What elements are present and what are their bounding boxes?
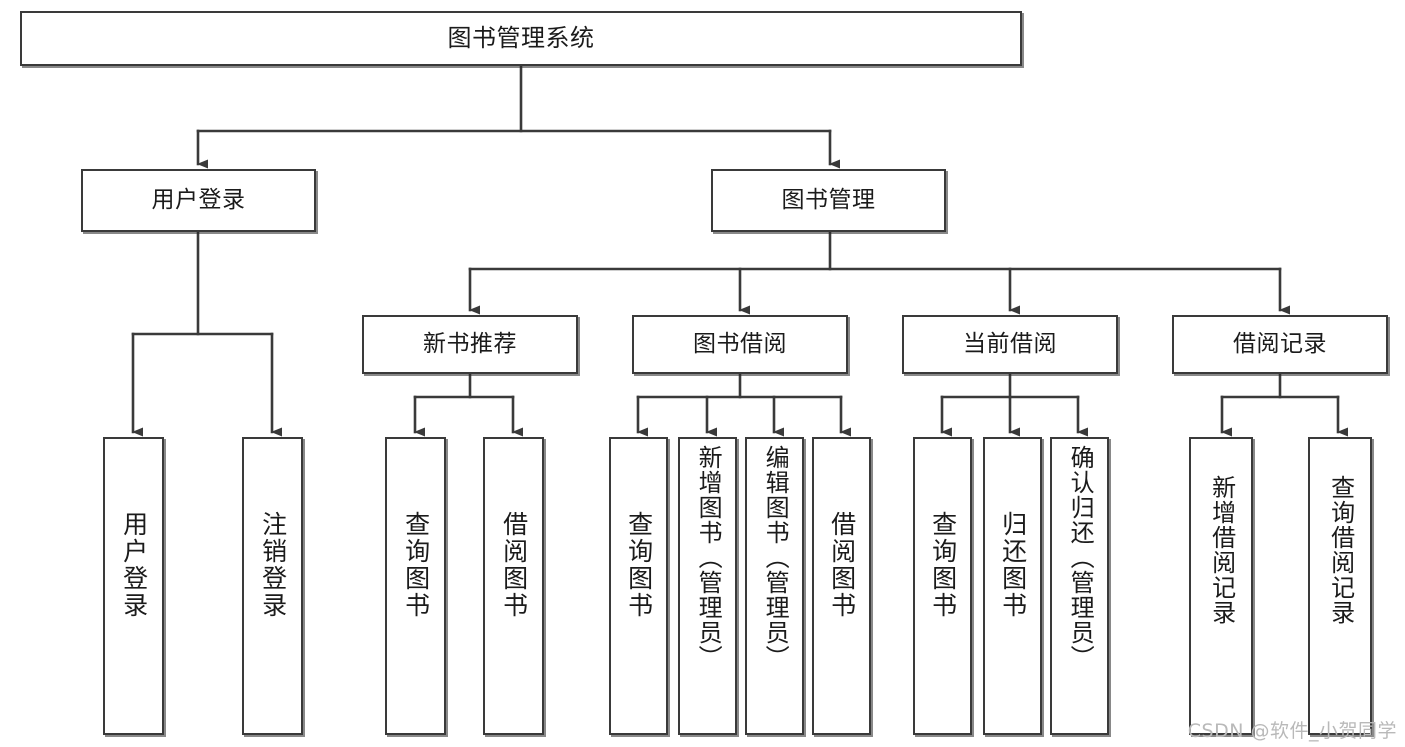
node-borrow-record[interactable]: 借阅记录 [1172,315,1388,374]
leaf-logout[interactable]: 注销登录 [242,437,303,735]
node-label: 查询图书 [401,511,431,619]
leaf-currentborrow-query-book[interactable]: 查询图书 [913,437,972,735]
node-user-login[interactable]: 用户登录 [81,169,316,232]
node-book-borrow[interactable]: 图书借阅 [632,315,848,374]
watermark-text: CSDN @软件_小贺同学 [1187,720,1397,742]
node-label: 图书管理系统 [447,24,595,53]
leaf-currentborrow-return-book[interactable]: 归还图书 [983,437,1042,735]
leaf-newbooks-query-book[interactable]: 查询图书 [385,437,446,735]
node-label: 注销登录 [258,511,288,619]
node-label: 借阅图书 [499,511,529,619]
leaf-add-borrow-record[interactable]: 新增借阅记录 [1189,437,1253,735]
node-label: 编辑图书（管理员） [761,445,790,670]
node-label: 借阅记录 [1233,330,1327,357]
node-label: 确认归还（管理员） [1066,445,1095,670]
node-book-management[interactable]: 图书管理 [711,169,946,232]
node-label: 用户登录 [151,186,246,213]
leaf-query-borrow-record[interactable]: 查询借阅记录 [1308,437,1372,735]
node-label: 新增图书（管理员） [694,445,723,670]
leaf-bookborrow-borrow-book[interactable]: 借阅图书 [812,437,871,735]
node-label: 新书推荐 [423,330,517,357]
node-label: 查询图书 [624,511,654,619]
node-root-system[interactable]: 图书管理系统 [20,11,1022,66]
leaf-bookborrow-add-book-admin[interactable]: 新增图书（管理员） [678,437,737,735]
node-label: 查询图书 [928,511,958,619]
leaf-newbooks-borrow-book[interactable]: 借阅图书 [483,437,544,735]
node-label: 归还图书 [998,511,1028,619]
node-current-borrow[interactable]: 当前借阅 [902,315,1118,374]
node-label: 图书借阅 [693,330,787,357]
leaf-bookborrow-edit-book-admin[interactable]: 编辑图书（管理员） [745,437,804,735]
leaf-bookborrow-query-book[interactable]: 查询图书 [609,437,668,735]
node-label: 用户登录 [119,511,149,619]
node-label: 借阅图书 [827,511,857,619]
leaf-currentborrow-confirm-return-admin[interactable]: 确认归还（管理员） [1050,437,1109,735]
leaf-user-login[interactable]: 用户登录 [103,437,164,735]
node-new-book-recommend[interactable]: 新书推荐 [362,315,578,374]
node-label: 当前借阅 [963,330,1057,357]
node-label: 查询借阅记录 [1326,475,1355,625]
node-label: 新增借阅记录 [1207,475,1236,625]
node-label: 图书管理 [781,186,876,213]
